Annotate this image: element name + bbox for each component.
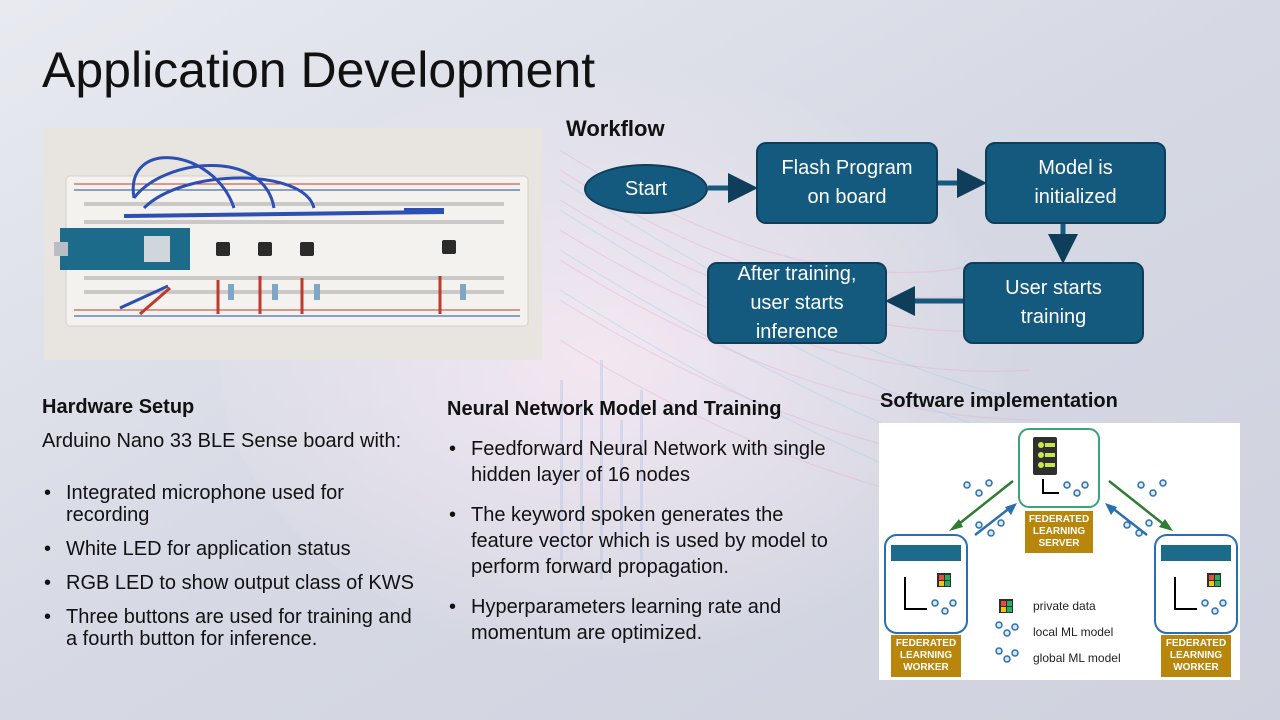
fl-server-label: FEDERATED LEARNING SERVER <box>1025 511 1093 553</box>
list-item: Integrated microphone used for recording <box>42 482 422 526</box>
flow-step-model-init: Model is initialized <box>985 142 1166 224</box>
nn-list: Feedforward Neural Network with single h… <box>447 436 842 660</box>
flow-step-user-training-label: User starts training <box>1005 277 1102 328</box>
flow-step-model-init-label: Model is initialized <box>1034 157 1117 208</box>
list-item: RGB LED to show output class of KWS <box>42 572 422 594</box>
flow-step-flash-label: Flash Program on board <box>781 157 913 208</box>
fl-worker-label-right: FEDERATED LEARNING WORKER <box>1161 635 1231 677</box>
list-item: Three buttons are used for training and … <box>42 606 422 650</box>
legend-local-model: local ML model <box>1033 625 1114 639</box>
hardware-heading: Hardware Setup <box>42 396 195 418</box>
hardware-intro: Arduino Nano 33 BLE Sense board with: <box>42 430 402 452</box>
slide-title: Application Development <box>42 42 596 98</box>
legend-private-data: private data <box>1033 599 1096 613</box>
breadboard-photo <box>44 128 542 360</box>
federated-learning-diagram: FEDERATED LEARNING SERVER FEDERATED LEAR… <box>879 423 1240 680</box>
list-item: Hyperparameters learning rate and moment… <box>447 594 842 646</box>
legend-global-model: global ML model <box>1033 651 1121 665</box>
legend-icons <box>995 599 1019 663</box>
list-item: The keyword spoken generates the feature… <box>447 502 842 580</box>
flow-step-start: Start <box>584 164 708 214</box>
hardware-list: Integrated microphone used for recording… <box>42 482 422 662</box>
flow-step-user-training: User starts training <box>963 262 1144 344</box>
flow-step-start-label: Start <box>624 177 668 200</box>
list-item: Feedforward Neural Network with single h… <box>447 436 842 488</box>
fl-worker-label-left: FEDERATED LEARNING WORKER <box>891 635 961 677</box>
workflow-heading: Workflow <box>566 116 665 141</box>
list-item: White LED for application status <box>42 538 422 560</box>
software-heading: Software implementation <box>880 390 1118 412</box>
nn-heading: Neural Network Model and Training <box>447 398 782 420</box>
flow-step-after-training: After training, user starts inference <box>707 262 887 344</box>
flow-step-after-training-label: After training, user starts inference <box>737 262 857 343</box>
